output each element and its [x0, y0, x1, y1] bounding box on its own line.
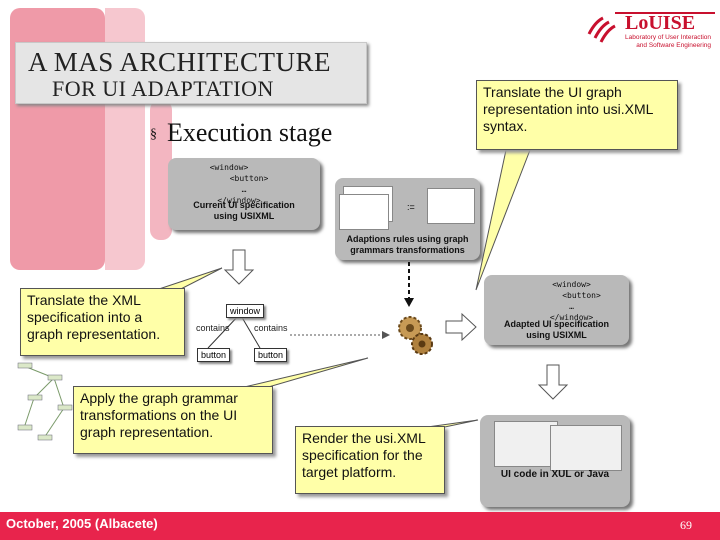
- rule-operator: :=: [407, 202, 415, 212]
- ui-code-caption: UI code in XUL or Java: [500, 469, 610, 480]
- rule-lhs-card: [339, 194, 389, 230]
- caption-line: using USIXML: [526, 330, 587, 340]
- callout-translate-graph: Translate the UI graph representation in…: [476, 80, 678, 150]
- graph-node-button: button: [197, 348, 231, 362]
- code-line: <window>: [209, 163, 249, 172]
- code-line: …: [569, 302, 574, 311]
- ui-preview-window: [550, 425, 622, 471]
- bullet-text: Execution stage: [167, 118, 333, 147]
- logo-subtitle-line2: and Software Engineering: [636, 42, 711, 49]
- rule-rhs-card: [427, 188, 475, 224]
- graph-node-button: button: [254, 348, 288, 362]
- caption-line: Adapted UI specification: [503, 319, 610, 329]
- louise-logo: LoUISE Laboratory of User Interaction an…: [585, 8, 715, 50]
- adapted-ui-caption: Adapted UI specification using USIXML: [484, 319, 629, 341]
- logo-waves-icon: [587, 12, 715, 43]
- decor-block-small: [150, 100, 172, 240]
- page-number: 69: [680, 518, 692, 532]
- callout-translate-xml: Translate the XML specification into a g…: [20, 288, 185, 356]
- footer-date: October, 2005 (Albacete): [6, 516, 158, 531]
- code-line: </window>: [217, 196, 261, 205]
- rules-caption: Adaptions rules using graph grammars tra…: [335, 234, 480, 256]
- bullet-heading: § Execution stage: [150, 118, 332, 148]
- adapted-ui-code: <window> <button> … </window>: [484, 279, 629, 323]
- bullet-icon: §: [150, 127, 157, 143]
- slide-title-line2: FOR UI ADAPTATION: [52, 76, 274, 101]
- current-ui-spec-box: <window> <button> … </window> Current UI…: [168, 158, 320, 230]
- graph-edge-label: contains: [196, 323, 230, 333]
- logo-subtitle: Laboratory of User Interaction and Softw…: [599, 34, 711, 50]
- code-line: </window>: [549, 313, 594, 322]
- callout-render: Render the usi.XML specification for the…: [295, 426, 445, 494]
- ui-preview-window: [494, 421, 558, 467]
- graph-edge-label: contains: [254, 323, 288, 333]
- graph-node-window: window: [226, 304, 265, 318]
- graph-edges: [207, 313, 261, 349]
- code-line: <button>: [229, 174, 269, 183]
- code-line: <button>: [562, 291, 601, 300]
- rules-box: := Adaptions rules using graph grammars …: [335, 178, 480, 260]
- logo-subtitle-line1: Laboratory of User Interaction: [625, 34, 711, 41]
- title-banner: [15, 42, 367, 104]
- gears-icon: [398, 316, 433, 355]
- caption-line: Current UI specification: [193, 200, 295, 210]
- ui-code-box: UI code in XUL or Java: [480, 415, 630, 507]
- logo-name: LoUISE: [625, 12, 696, 34]
- callout-apply-grammar: Apply the graph grammar transformations …: [73, 386, 273, 454]
- caption-line: using USIXML: [213, 211, 275, 221]
- graph-thumbnail-icon: [17, 362, 73, 441]
- slide-title-line1: A MAS ARCHITECTURE: [28, 47, 332, 77]
- code-line: …: [241, 185, 247, 194]
- adapted-ui-spec-box: <window> <button> … </window> Adapted UI…: [484, 275, 629, 345]
- caption-line: Adaptions rules using graph: [346, 234, 469, 244]
- caption-line: grammars transformations: [350, 245, 465, 255]
- current-ui-code: <window> <button> … </window>: [168, 162, 320, 206]
- current-ui-caption: Current UI specification using USIXML: [168, 200, 320, 222]
- code-line: <window>: [552, 280, 591, 289]
- footer-bar: [0, 512, 720, 540]
